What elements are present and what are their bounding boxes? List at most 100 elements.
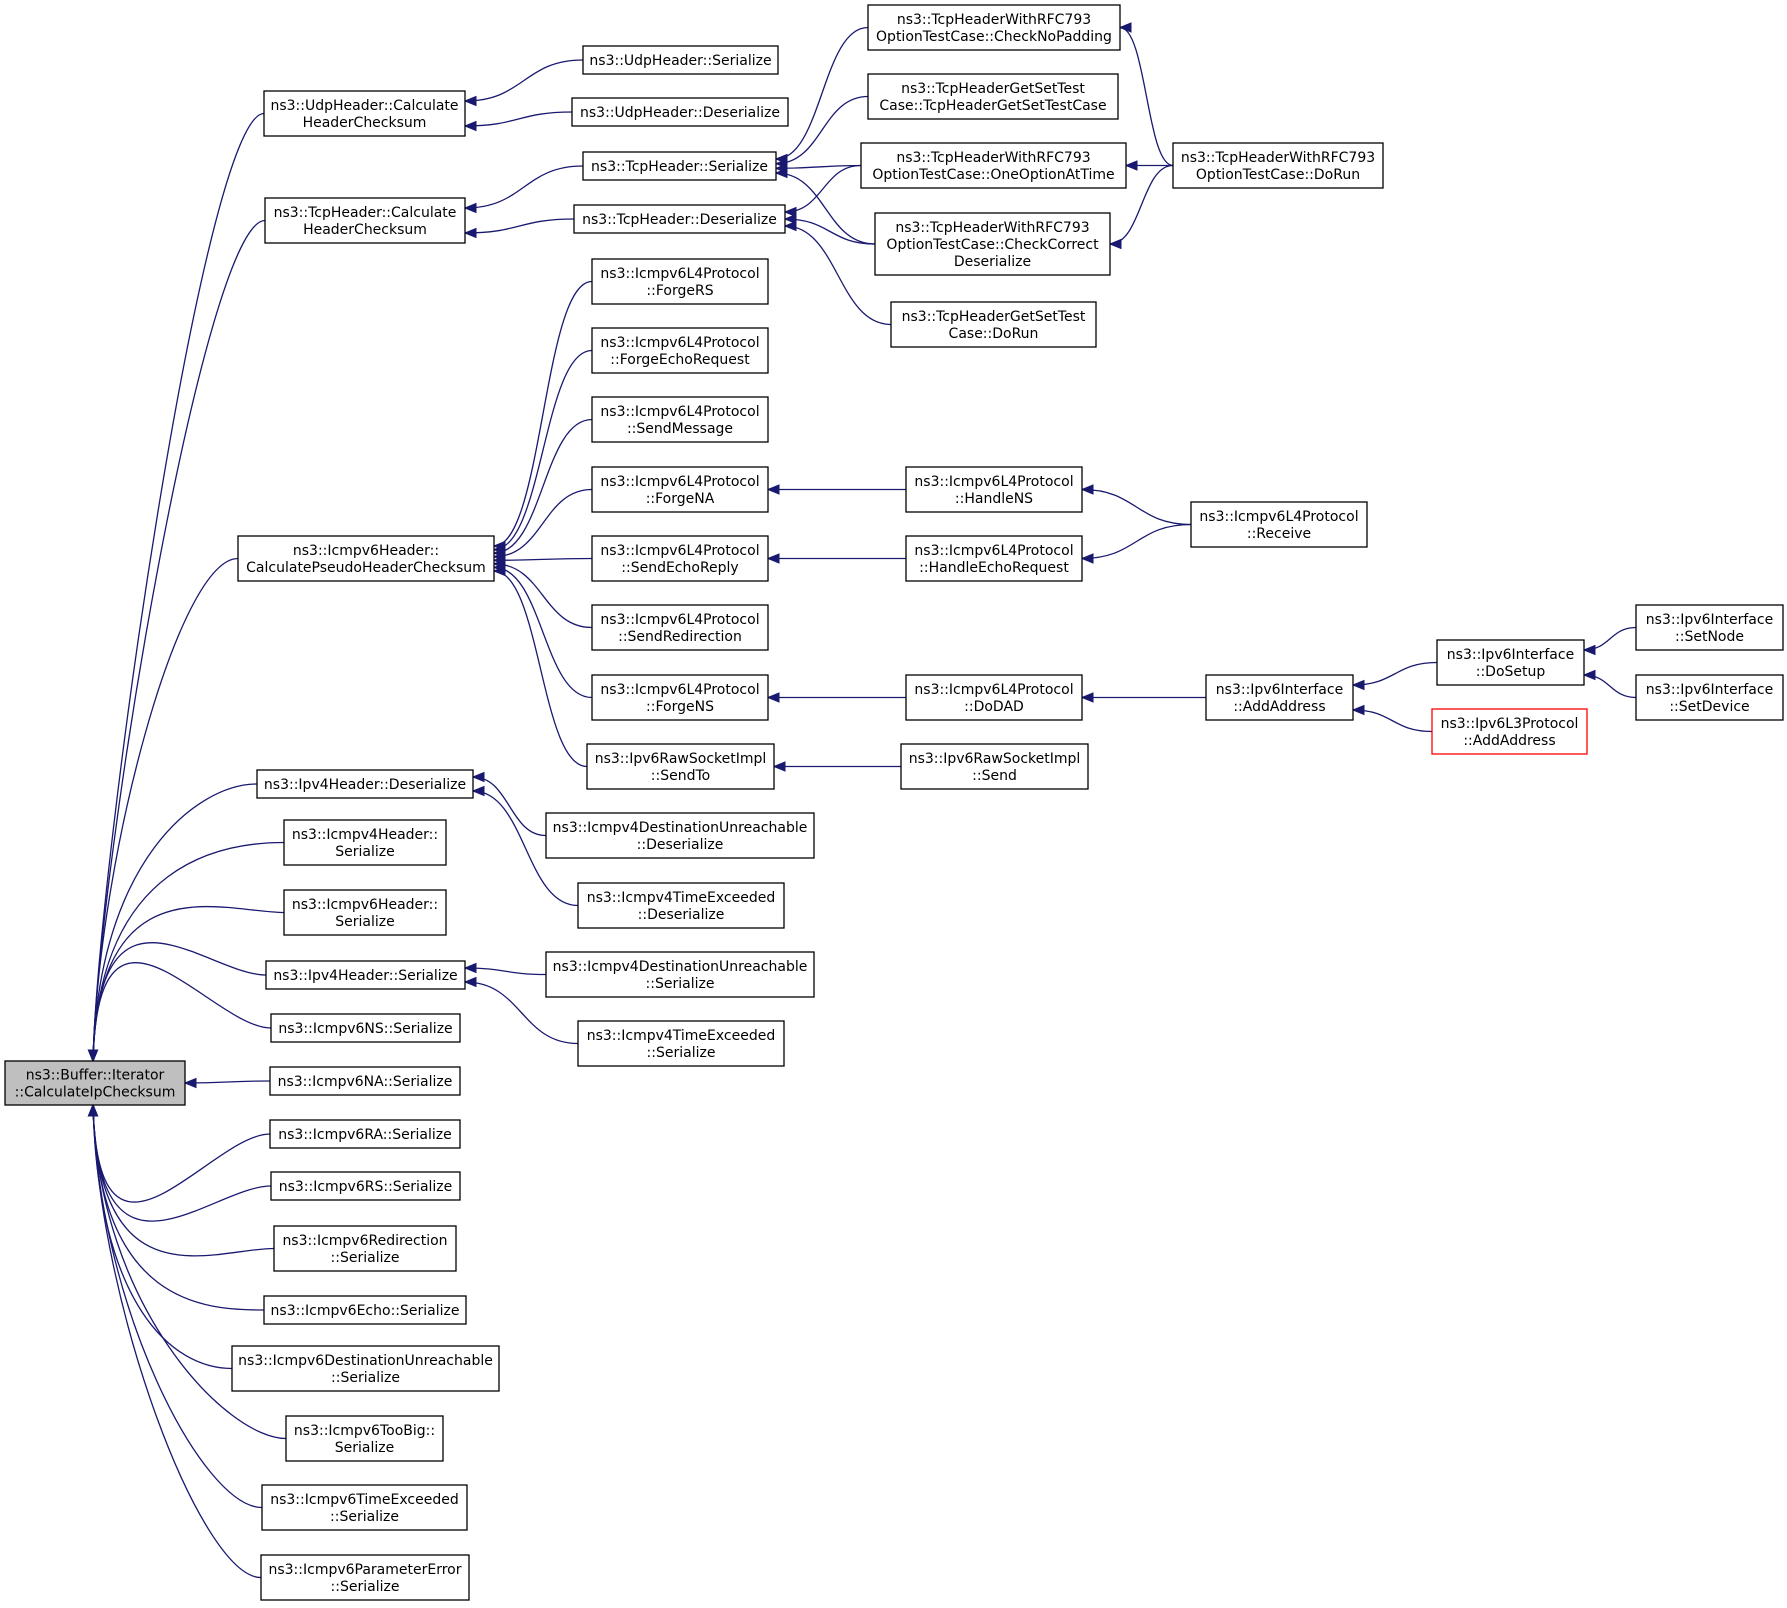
node-redir_ser[interactable]: ns3::Icmpv6Redirection::Serialize (273, 1225, 457, 1272)
node-icmp4dst_des[interactable]: ns3::Icmpv4DestinationUnreachable::Deser… (545, 812, 815, 859)
edge-line (464, 165, 584, 209)
node-l4_sendredir[interactable]: ns3::Icmpv6L4Protocol::SendRedirection (591, 604, 769, 651)
node-icmp6_ser[interactable]: ns3::Icmpv6Header::Serialize (283, 889, 447, 936)
node-l4_forgena[interactable]: ns3::Icmpv6L4Protocol::ForgeNA (591, 466, 769, 513)
node-rfc_correct[interactable]: ns3::TcpHeaderWithRFC793OptionTestCase::… (874, 212, 1111, 276)
node-label-line: ns3::Ipv4Header::Serialize (273, 968, 457, 984)
node-box (591, 396, 769, 443)
node-box (270, 1171, 461, 1201)
edge-line (92, 962, 272, 1062)
edge-l4_handlens-to-l4_forgena (766, 484, 906, 495)
edge-line (92, 1104, 233, 1370)
edge-line (775, 172, 876, 245)
edge-getset_tc-to-tcp_ser (774, 95, 869, 169)
node-label-line: ::Serialize (647, 1045, 716, 1061)
node-if_dosetup[interactable]: ns3::Ipv6Interface::DoSetup (1436, 639, 1585, 686)
edge-getset_dorun-to-tcp_des (783, 220, 892, 326)
node-label-line: ns3::Icmpv6NS::Serialize (278, 1021, 452, 1037)
edge-icmp6_pseudo-to-root (87, 557, 239, 1063)
node-paramerr_ser[interactable]: ns3::Icmpv6ParameterError::Serialize (260, 1554, 470, 1601)
node-label-line: ::SendTo (651, 768, 710, 784)
edge-arrowhead (1118, 22, 1132, 33)
node-udp_ser[interactable]: ns3::UdpHeader::Serialize (582, 45, 779, 75)
edge-line (92, 783, 258, 1062)
node-echo_ser[interactable]: ns3::Icmpv6Echo::Serialize (263, 1295, 467, 1325)
node-getset_tc[interactable]: ns3::TcpHeaderGetSetTestCase::TcpHeaderG… (867, 73, 1119, 120)
node-box (264, 197, 466, 244)
edge-arrowhead (463, 227, 477, 239)
node-label-line: ns3::Icmpv6L4Protocol (914, 682, 1073, 698)
node-icmp4_ser[interactable]: ns3::Icmpv4Header::Serialize (283, 819, 447, 866)
node-na_ser[interactable]: ns3::Icmpv6NA::Serialize (269, 1066, 461, 1096)
node-box (263, 90, 466, 137)
node-l4_forgers[interactable]: ns3::Icmpv6L4Protocol::ForgeRS (591, 258, 769, 305)
node-if_setnode[interactable]: ns3::Ipv6Interface::SetNode (1635, 604, 1784, 651)
node-label-line: ns3::Ipv6Interface (1447, 647, 1574, 663)
node-label-line: ns3::Icmpv6L4Protocol (1199, 509, 1358, 525)
edge-arrowhead (1582, 669, 1596, 681)
node-label-line: ns3::Icmpv4TimeExceeded (587, 1028, 776, 1044)
node-icmp6_pseudo[interactable]: ns3::Icmpv6Header::CalculatePseudoHeader… (237, 535, 495, 582)
edge-line (493, 566, 593, 699)
edge-rfc_dorun-to-rfc_one (1124, 160, 1173, 171)
node-rfc_one[interactable]: ns3::TcpHeaderWithRFC793OptionTestCase::… (860, 142, 1127, 189)
node-label-line: ::HandleEchoRequest (919, 560, 1069, 576)
edge-icmp4dst_ser-to-ipv4_ser (463, 962, 547, 976)
node-dstun_ser[interactable]: ns3::Icmpv6DestinationUnreachable::Seria… (231, 1345, 500, 1392)
node-label-line: ::SetNode (1675, 629, 1744, 645)
node-if_setdev[interactable]: ns3::Ipv6Interface::SetDevice (1635, 674, 1784, 721)
node-box (283, 889, 447, 936)
node-label-line: ns3::Ipv6RawSocketImpl (595, 751, 767, 767)
node-ra_ser[interactable]: ns3::Icmpv6RA::Serialize (269, 1119, 461, 1149)
edge-arrowhead (783, 206, 797, 218)
node-rfc_nopad[interactable]: ns3::TcpHeaderWithRFC793OptionTestCase::… (867, 4, 1121, 51)
node-l4_receive[interactable]: ns3::Icmpv6L4Protocol::Receive (1190, 501, 1368, 548)
edge-arrowhead (766, 484, 780, 495)
node-l4_sendechoreply[interactable]: ns3::Icmpv6L4Protocol::SendEchoReply (591, 535, 769, 582)
edge-arrowhead (463, 120, 477, 132)
node-icmp4dst_ser[interactable]: ns3::Icmpv4DestinationUnreachable::Seria… (545, 951, 815, 998)
edge-line (784, 218, 876, 245)
node-udp_des[interactable]: ns3::UdpHeader::Deserialize (571, 97, 789, 127)
edge-line (472, 776, 547, 837)
node-l4_dodad[interactable]: ns3::Icmpv6L4Protocol::DoDAD (905, 674, 1083, 721)
node-rs_ser[interactable]: ns3::Icmpv6RS::Serialize (270, 1171, 461, 1201)
node-tcp_des[interactable]: ns3::TcpHeader::Deserialize (573, 204, 786, 234)
node-box (1172, 142, 1384, 189)
node-icmp4time_ser[interactable]: ns3::Icmpv4TimeExceeded::Serialize (577, 1020, 785, 1067)
node-l4_handleecho[interactable]: ns3::Icmpv6L4Protocol::HandleEchoRequest (905, 535, 1083, 582)
node-l4_sendmsg[interactable]: ns3::Icmpv6L4Protocol::SendMessage (591, 396, 769, 443)
node-toobig_ser[interactable]: ns3::Icmpv6TooBig::Serialize (285, 1415, 444, 1462)
node-icmp4time_des[interactable]: ns3::Icmpv4TimeExceeded::Deserialize (577, 882, 785, 929)
node-label-line: ns3::UdpHeader::Calculate (270, 98, 458, 114)
node-label-line: ::SetDevice (1669, 699, 1749, 715)
node-box (591, 604, 769, 651)
node-raw_sendto[interactable]: ns3::Ipv6RawSocketImpl::SendTo (586, 743, 775, 790)
node-timeex_ser[interactable]: ns3::Icmpv6TimeExceeded::Serialize (261, 1484, 468, 1531)
node-label-line: ns3::TcpHeaderWithRFC793 (1181, 150, 1375, 166)
edge-arrowhead (471, 785, 485, 797)
node-ipv4_ser[interactable]: ns3::Ipv4Header::Serialize (265, 960, 466, 990)
node-raw_send[interactable]: ns3::Ipv6RawSocketImpl::Send (900, 743, 1089, 790)
node-if_addaddr[interactable]: ns3::Ipv6Interface::AddAddress (1205, 674, 1354, 721)
edge-arrowhead (766, 553, 780, 564)
edge-line (493, 349, 593, 551)
node-l4_handlens[interactable]: ns3::Icmpv6L4Protocol::HandleNS (905, 466, 1083, 513)
node-label-line: Case::DoRun (949, 326, 1039, 342)
node-label-line: ::ForgeRS (646, 283, 713, 299)
node-l4_forgens[interactable]: ns3::Icmpv6L4Protocol::ForgeNS (591, 674, 769, 721)
edge-arrowhead (87, 1049, 99, 1063)
node-ns_ser[interactable]: ns3::Icmpv6NS::Serialize (270, 1013, 461, 1043)
edge-line (464, 967, 547, 976)
node-l3_addaddr[interactable]: ns3::Ipv6L3Protocol::AddAddress (1431, 708, 1588, 755)
node-ipv4_des[interactable]: ns3::Ipv4Header::Deserialize (256, 769, 474, 799)
edge-arrowhead (783, 220, 797, 232)
node-tcp_ser[interactable]: ns3::TcpHeader::Serialize (582, 151, 777, 181)
node-l4_forgeecho[interactable]: ns3::Icmpv6L4Protocol::ForgeEchoRequest (591, 327, 769, 374)
node-getset_dorun[interactable]: ns3::TcpHeaderGetSetTestCase::DoRun (890, 301, 1097, 348)
node-rfc_dorun[interactable]: ns3::TcpHeaderWithRFC793OptionTestCase::… (1172, 142, 1384, 189)
node-label-line: ::Serialize (330, 1509, 399, 1525)
edge-arrowhead (1108, 238, 1122, 250)
